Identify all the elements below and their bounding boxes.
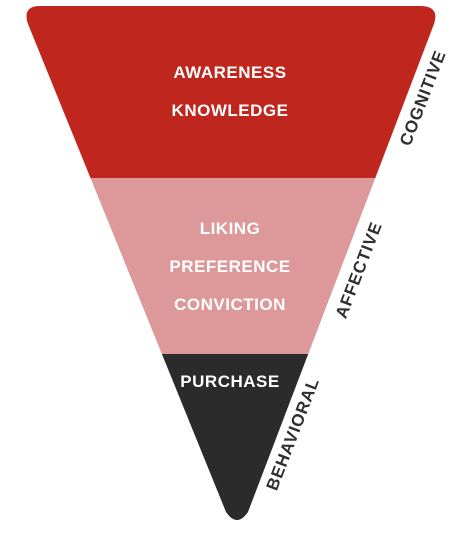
item-awareness: AWARENESS xyxy=(173,63,286,82)
layer-cognitive xyxy=(26,6,436,178)
item-conviction: CONVICTION xyxy=(174,295,286,314)
item-preference: PREFERENCE xyxy=(169,257,290,276)
item-purchase: PURCHASE xyxy=(180,372,279,391)
item-liking: LIKING xyxy=(200,219,261,238)
item-knowledge: KNOWLEDGE xyxy=(172,101,289,120)
